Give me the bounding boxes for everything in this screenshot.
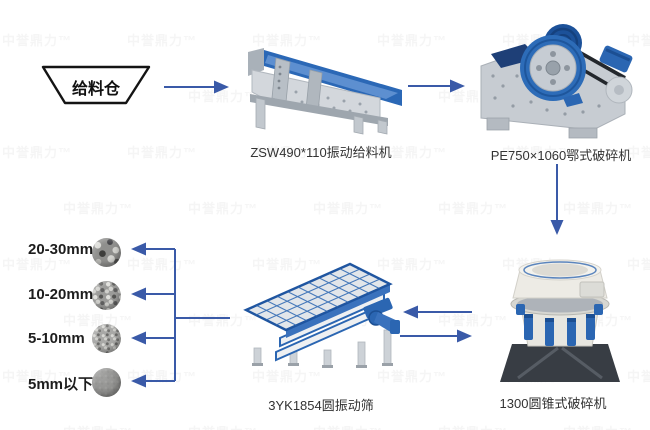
arrow-jaw-to-cone	[550, 164, 564, 235]
arrow-screen-to-cone	[400, 329, 472, 343]
screen-vibrator-motor	[363, 297, 400, 334]
gravel-sample-image	[92, 281, 121, 310]
hopper-label: 给料仓	[71, 81, 120, 98]
product-size-label: 10-20mm	[28, 286, 94, 303]
gravel-sample-image	[92, 238, 121, 267]
gravel-sample-image	[92, 368, 121, 397]
product-size-label: 20-30mm	[28, 241, 94, 258]
hopper-shape	[41, 65, 151, 105]
vibrating-screen-image	[240, 260, 408, 368]
jaw-crusher-label: PE750×1060鄂式破碎机	[490, 148, 632, 163]
product-size-label: 5mm以下	[28, 376, 94, 393]
vibrating-feeder-image	[248, 48, 402, 135]
product-size-label: 5-10mm	[28, 330, 85, 347]
vibrating-feeder-label: ZSW490*110振动给料机	[250, 145, 392, 160]
screen-to-products-connector	[131, 242, 230, 388]
vibrating-screen-label: 3YK1854圆振动筛	[268, 398, 374, 413]
cone-crusher-label: 1300圆锥式破碎机	[499, 396, 607, 411]
gravel-sample-image	[92, 324, 121, 353]
arrow-cone-to-screen	[403, 305, 472, 319]
arrow-hopper-to-feeder	[164, 80, 229, 94]
cone-crusher-image	[500, 259, 620, 382]
arrow-feeder-to-jaw	[408, 79, 465, 93]
jaw-crusher-image	[480, 24, 633, 139]
